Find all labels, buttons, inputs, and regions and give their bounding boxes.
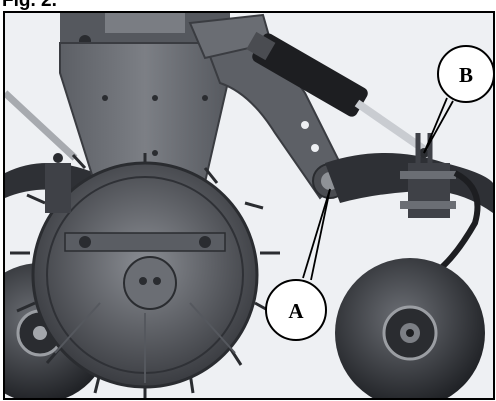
- diagram-frame: A B: [3, 11, 495, 400]
- callout-a: A: [265, 188, 331, 341]
- figure-label: Fig. 2.: [2, 0, 57, 11]
- arm-hole: [301, 121, 309, 129]
- seed-wheel: [10, 153, 280, 398]
- cylinder-rod: [354, 99, 428, 154]
- callout-b-label: B: [459, 63, 473, 87]
- callout-b: B: [423, 45, 493, 154]
- arm-hole: [311, 144, 319, 152]
- seeder-assembly-illustration: A B: [5, 13, 493, 398]
- callout-a-label: A: [288, 299, 304, 323]
- right-rear-disc: [335, 258, 485, 398]
- right-bracket: [400, 133, 456, 218]
- hose: [433, 170, 481, 276]
- left-support: [45, 153, 71, 213]
- hydraulic-cylinder: [246, 31, 368, 117]
- left-rod: [5, 90, 78, 161]
